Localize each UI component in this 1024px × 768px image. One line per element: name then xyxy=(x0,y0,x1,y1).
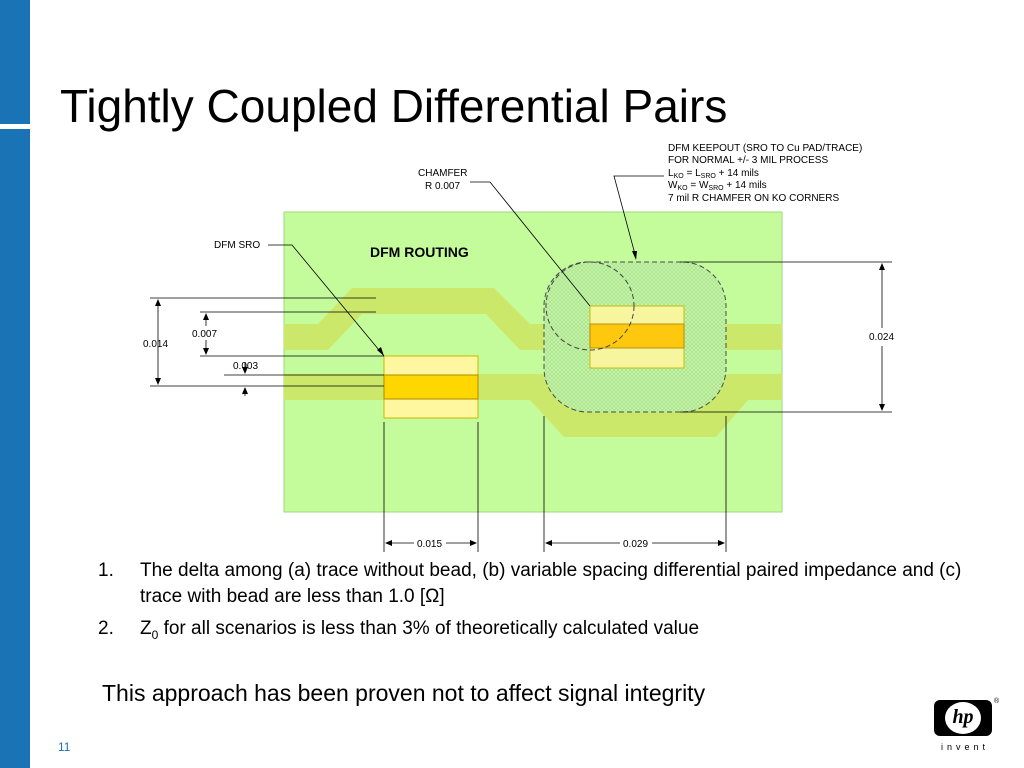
notes-list: 1. The delta among (a) trace without bea… xyxy=(98,558,978,654)
note-text-1: The delta among (a) trace without bead, … xyxy=(140,560,962,607)
right-pad xyxy=(589,323,685,349)
keepout-label-2: FOR NORMAL +/- 3 MIL PROCESS xyxy=(668,155,828,166)
sidebar-notch xyxy=(0,124,30,129)
page-number: 11 xyxy=(58,740,71,754)
note-number-1: 1. xyxy=(98,560,114,581)
note-text-2: for all scenarios is less than 3% of the… xyxy=(158,618,700,639)
hp-logo-mark: hp xyxy=(952,706,974,728)
hp-logo-box: hp xyxy=(934,700,992,736)
dim-0007: 0.007 xyxy=(192,329,217,340)
chamfer-label-2: R 0.007 xyxy=(425,181,460,192)
dim-0003: 0.003 xyxy=(233,361,258,372)
right-dimension-arrows xyxy=(879,263,885,411)
hp-logo-tagline: invent xyxy=(940,742,990,752)
hp-logo: hp ® invent xyxy=(934,698,1000,756)
chamfer-leader xyxy=(470,181,591,307)
note-z-symbol: Z xyxy=(140,618,152,639)
keepout-label-5: 7 mil R CHAMFER ON KO CORNERS xyxy=(668,193,839,204)
bottom-dimension-arrows xyxy=(385,540,725,546)
note-item-1: 1. The delta among (a) trace without bea… xyxy=(98,558,978,610)
dfm-sro-label: DFM SRO xyxy=(214,240,260,251)
chamfer-circle xyxy=(545,261,635,351)
dim-0015: 0.015 xyxy=(417,539,442,550)
dfm-sro-arrow xyxy=(377,347,384,356)
note-number-2: 2. xyxy=(98,618,114,639)
dim-0014: 0.014 xyxy=(143,339,168,350)
hp-logo-registered: ® xyxy=(994,698,1000,705)
slide-title: Tightly Coupled Differential Pairs xyxy=(60,80,728,132)
conclusion-text: This approach has been proven not to aff… xyxy=(102,680,706,706)
dim-0024: 0.024 xyxy=(869,332,894,343)
keepout-label-1: DFM KEEPOUT (SRO TO Cu PAD/TRACE) xyxy=(668,143,862,154)
dim-0029: 0.029 xyxy=(623,539,648,550)
right-dimension xyxy=(680,261,892,413)
keepout-label-4: WKO = WSRO + 14 mils xyxy=(668,180,767,192)
keepout-arrow xyxy=(632,251,637,260)
dfm-sro-leader xyxy=(268,244,385,357)
note-item-2: 2. Z0 for all scenarios is less than 3% … xyxy=(98,616,978,648)
sidebar-bar xyxy=(0,0,30,768)
keepout-leader xyxy=(613,175,664,259)
left-dimension-arrows xyxy=(155,299,248,394)
note-z-subscript: 0 xyxy=(151,627,159,642)
bottom-dimensions xyxy=(383,416,727,552)
left-pad xyxy=(383,374,479,400)
hp-logo-circle xyxy=(945,702,981,734)
routing-label: DFM ROUTING xyxy=(370,244,469,260)
dfm-routing-diagram: DFM ROUTING CHAMFER R 0.007 DFM SRO DFM … xyxy=(143,143,894,552)
keepout-label-3: LKO = LSRO + 14 mils xyxy=(668,168,759,180)
chamfer-label-1: CHAMFER xyxy=(418,168,467,179)
